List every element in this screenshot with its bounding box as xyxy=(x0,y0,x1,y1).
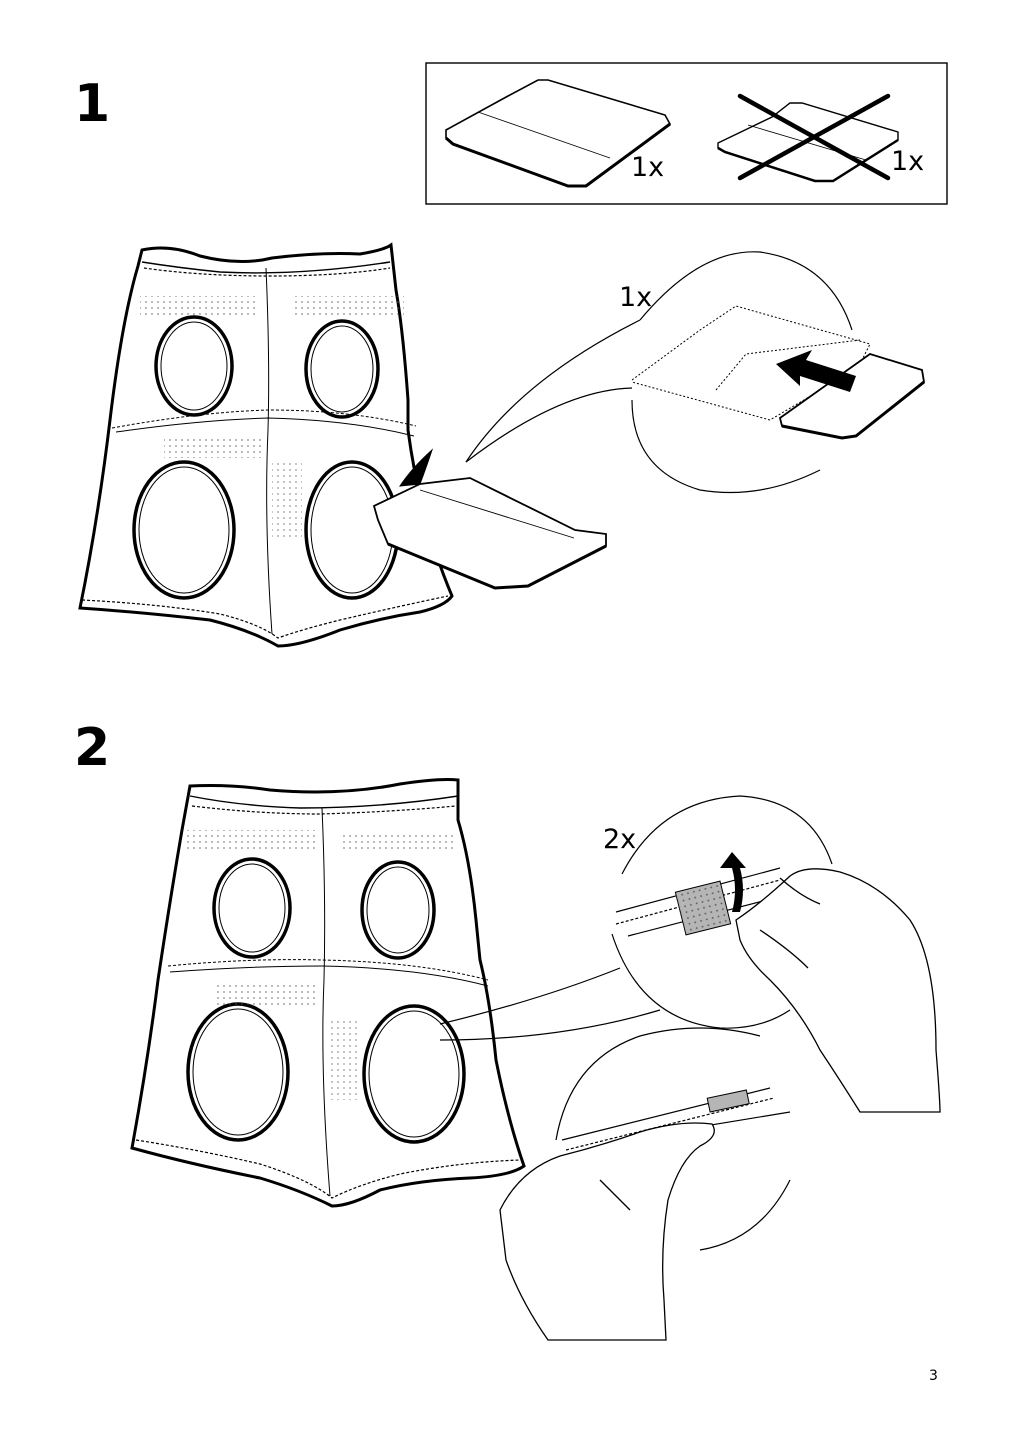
hand-top xyxy=(735,868,941,1113)
tape-patch-texture xyxy=(675,881,731,935)
cross-out-icon xyxy=(737,93,891,181)
texture-dots xyxy=(272,460,302,540)
detail-plate-step1 xyxy=(631,305,925,440)
texture-dots xyxy=(340,832,454,852)
parts-box xyxy=(425,62,948,205)
correct-plate xyxy=(445,79,672,188)
hand-bottom xyxy=(499,1122,715,1341)
step1-detail-quantity: 1x xyxy=(619,282,653,313)
step-number-2: 2 xyxy=(74,718,111,778)
texture-dots xyxy=(214,984,318,1006)
storage-cover-step1 xyxy=(78,242,454,648)
peel-arrow-icon xyxy=(720,852,746,912)
correct-part-quantity: 1x xyxy=(631,152,665,183)
detail-circle-step1 xyxy=(465,251,853,494)
texture-dots xyxy=(292,296,404,316)
texture-dots xyxy=(330,1020,360,1100)
step2-detail-quantity: 2x xyxy=(603,824,637,855)
wrong-part-quantity: 1x xyxy=(891,146,925,177)
texture-dots xyxy=(140,296,258,316)
texture-dots xyxy=(186,830,318,850)
storage-cover-step2 xyxy=(130,778,526,1208)
page-number: 3 xyxy=(929,1368,938,1384)
step-number-1: 1 xyxy=(74,74,111,134)
texture-dots xyxy=(164,436,264,458)
tape-patch xyxy=(706,1089,750,1113)
insert-arrow-icon xyxy=(776,350,856,392)
plate-inserting xyxy=(372,448,607,590)
